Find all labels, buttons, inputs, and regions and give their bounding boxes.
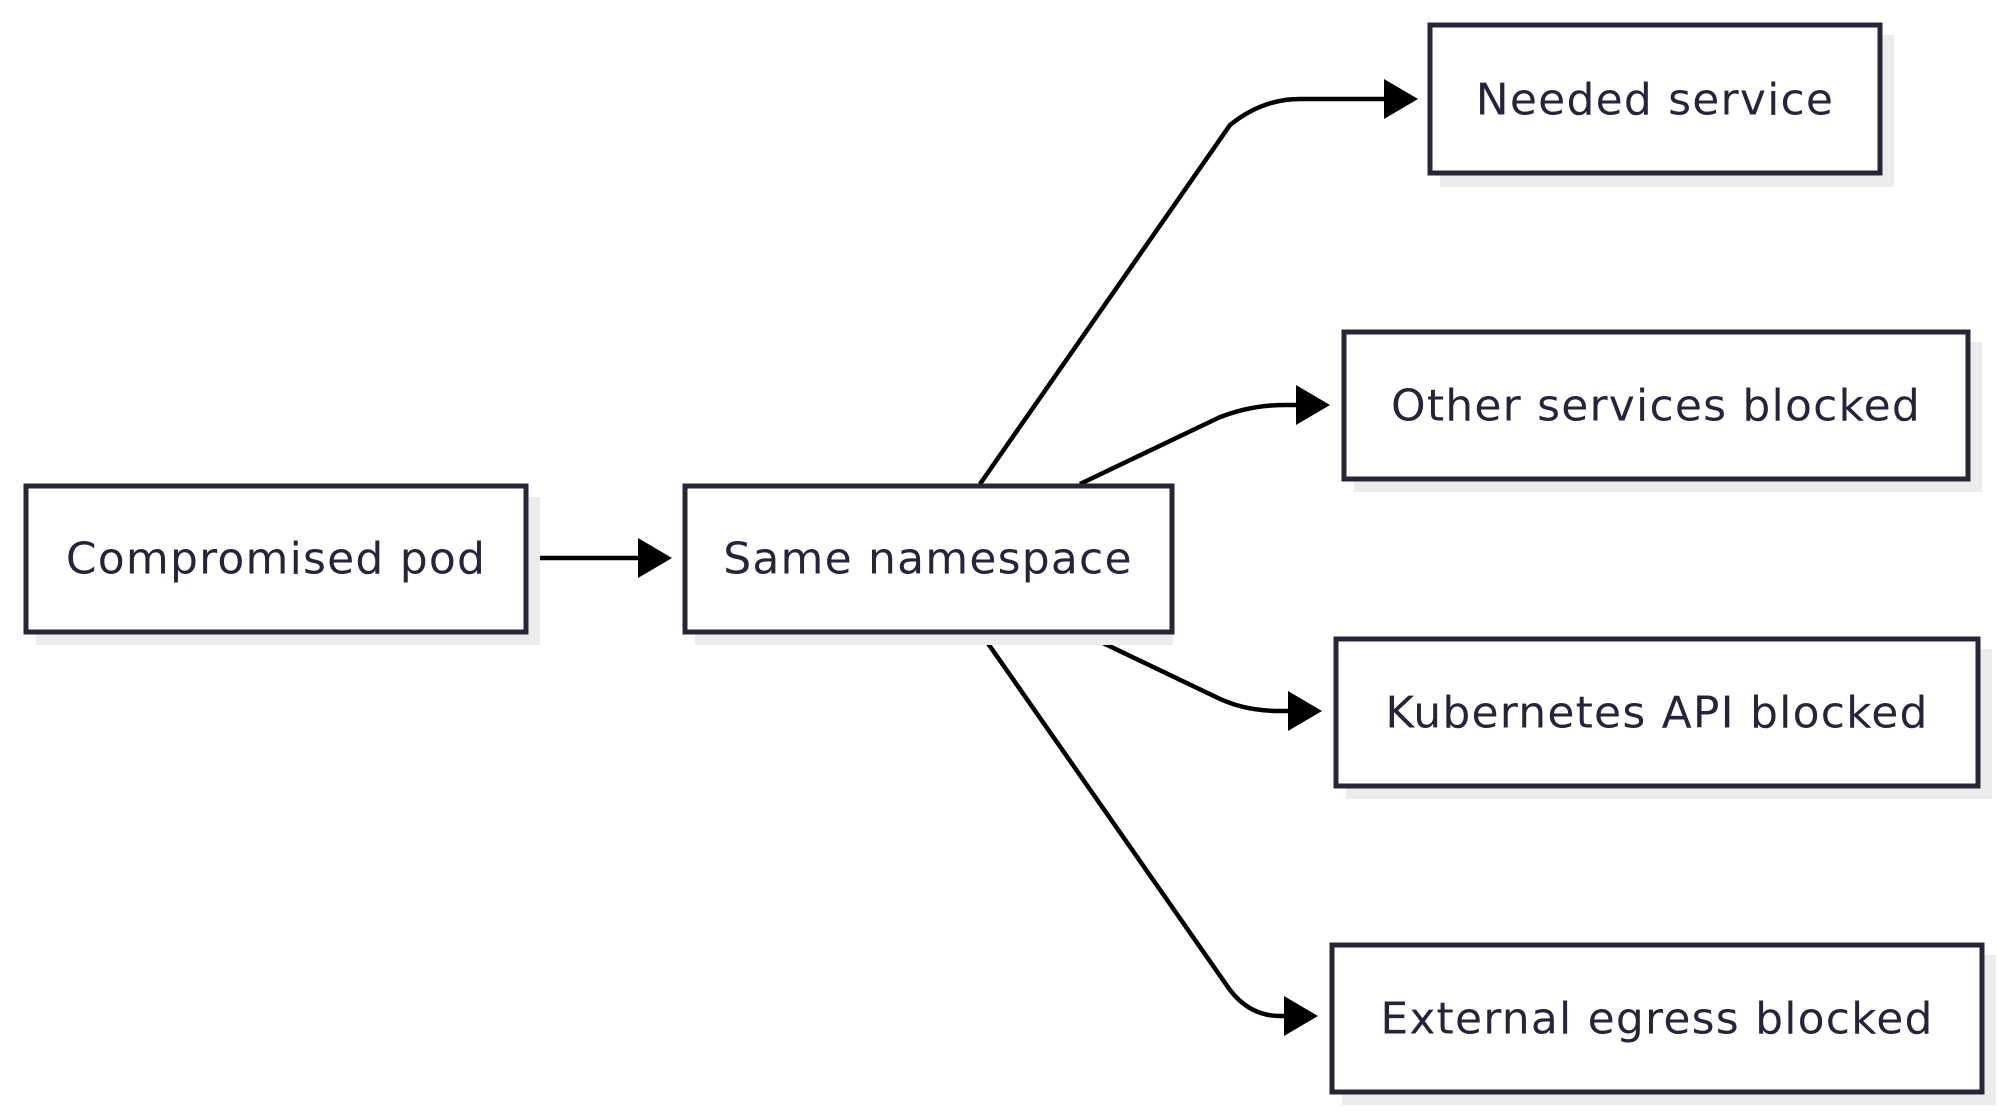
- node-needed-service-label: Needed service: [1476, 75, 1834, 126]
- node-compromised-pod: Compromised pod: [23, 483, 540, 645]
- arrowhead-icon: [1288, 691, 1322, 731]
- edges: [528, 79, 1418, 1036]
- node-kubernetes-api-blocked: Kubernetes API blocked: [1333, 636, 1992, 799]
- arrowhead-icon: [638, 538, 672, 578]
- node-other-services-blocked-label: Other services blocked: [1391, 381, 1921, 432]
- edge-same-namespace-to-external-egress: [978, 630, 1318, 1036]
- node-kubernetes-api-blocked-label: Kubernetes API blocked: [1385, 688, 1928, 739]
- node-other-services-blocked: Other services blocked: [1341, 329, 1982, 492]
- node-needed-service: Needed service: [1427, 22, 1894, 187]
- edge-same-namespace-to-kubernetes-api: [1079, 629, 1322, 731]
- edge-same-namespace-to-other-services: [1079, 385, 1330, 487]
- edge-compromised-pod-to-same-namespace: [528, 538, 672, 578]
- node-compromised-pod-label: Compromised pod: [66, 534, 486, 585]
- node-same-namespace-label: Same namespace: [723, 534, 1132, 585]
- node-external-egress-blocked: External egress blocked: [1329, 942, 1996, 1105]
- nodes: Compromised pod Same namespace Needed se…: [23, 22, 1996, 1105]
- arrowhead-icon: [1284, 996, 1318, 1036]
- node-same-namespace: Same namespace: [682, 483, 1175, 645]
- arrowhead-icon: [1384, 79, 1418, 119]
- arrowhead-icon: [1296, 385, 1330, 425]
- node-external-egress-blocked-label: External egress blocked: [1380, 994, 1933, 1045]
- edge-same-namespace-to-needed-service: [978, 79, 1418, 486]
